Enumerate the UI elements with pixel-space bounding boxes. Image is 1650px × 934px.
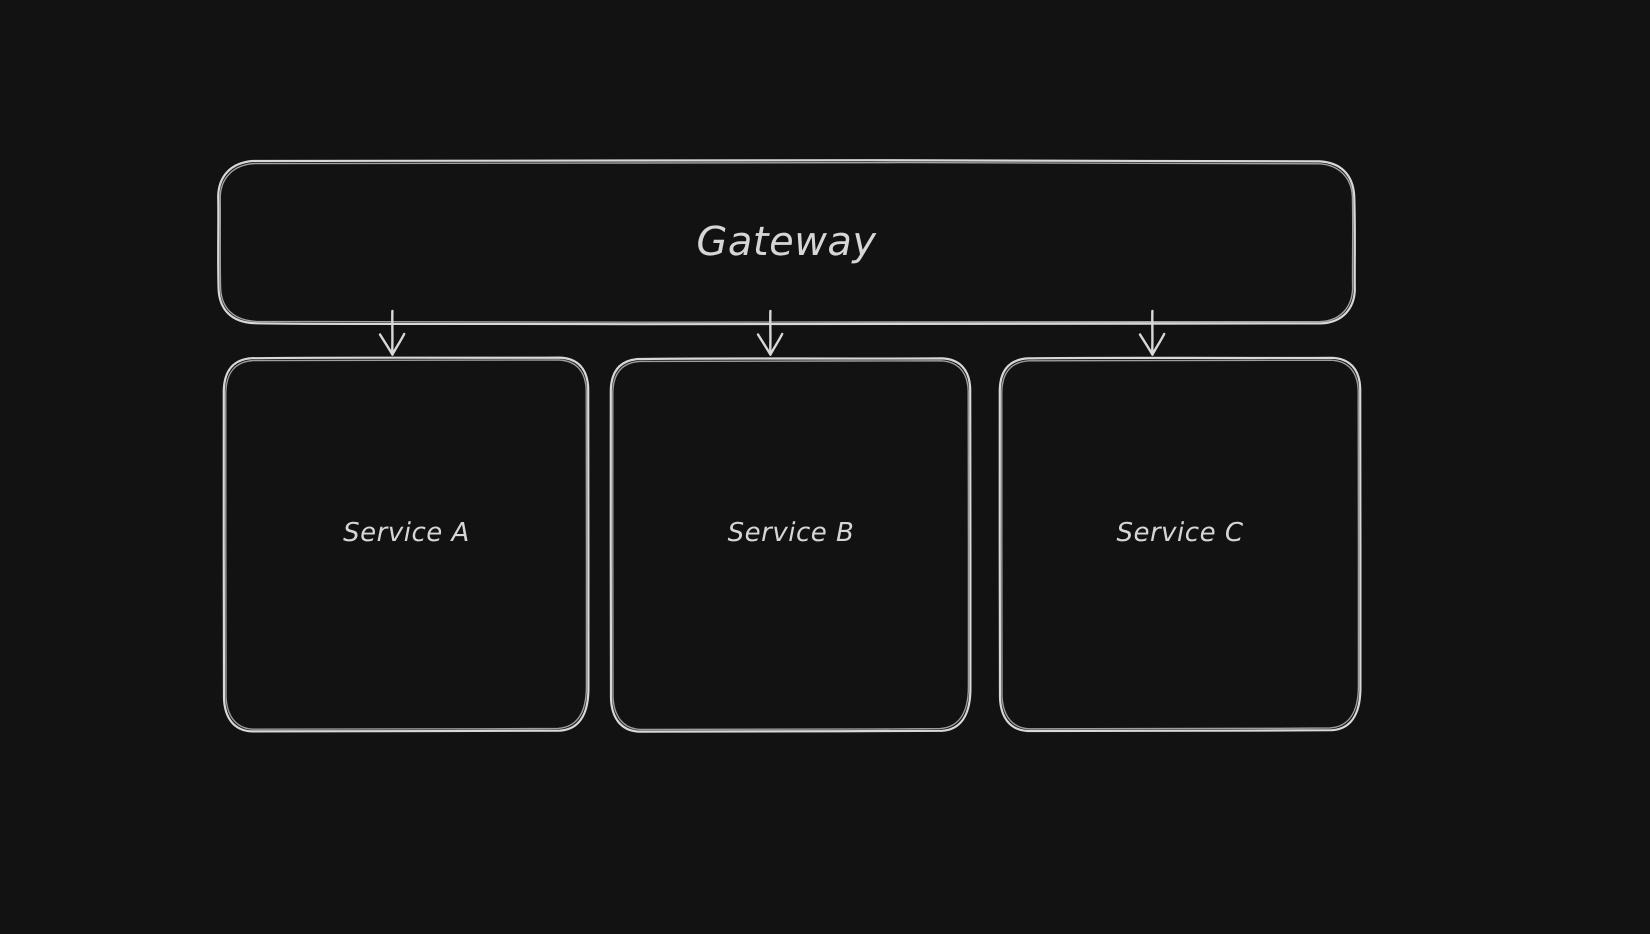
service-b-node-shape[interactable] [609,357,972,733]
edge-gateway-service-b[interactable] [756,309,784,356]
service-b-node[interactable] [612,357,970,752]
edge-gateway-service-a[interactable] [378,309,406,356]
service-a-node[interactable] [225,357,588,752]
service-c-node[interactable] [1000,357,1360,752]
service-c-node-shape[interactable] [998,356,1362,733]
gateway-node[interactable] [218,160,1355,324]
edge-gateway-service-c[interactable] [1138,309,1166,356]
service-a-node-shape[interactable] [222,356,590,733]
gateway-node-shape[interactable] [217,159,1356,326]
